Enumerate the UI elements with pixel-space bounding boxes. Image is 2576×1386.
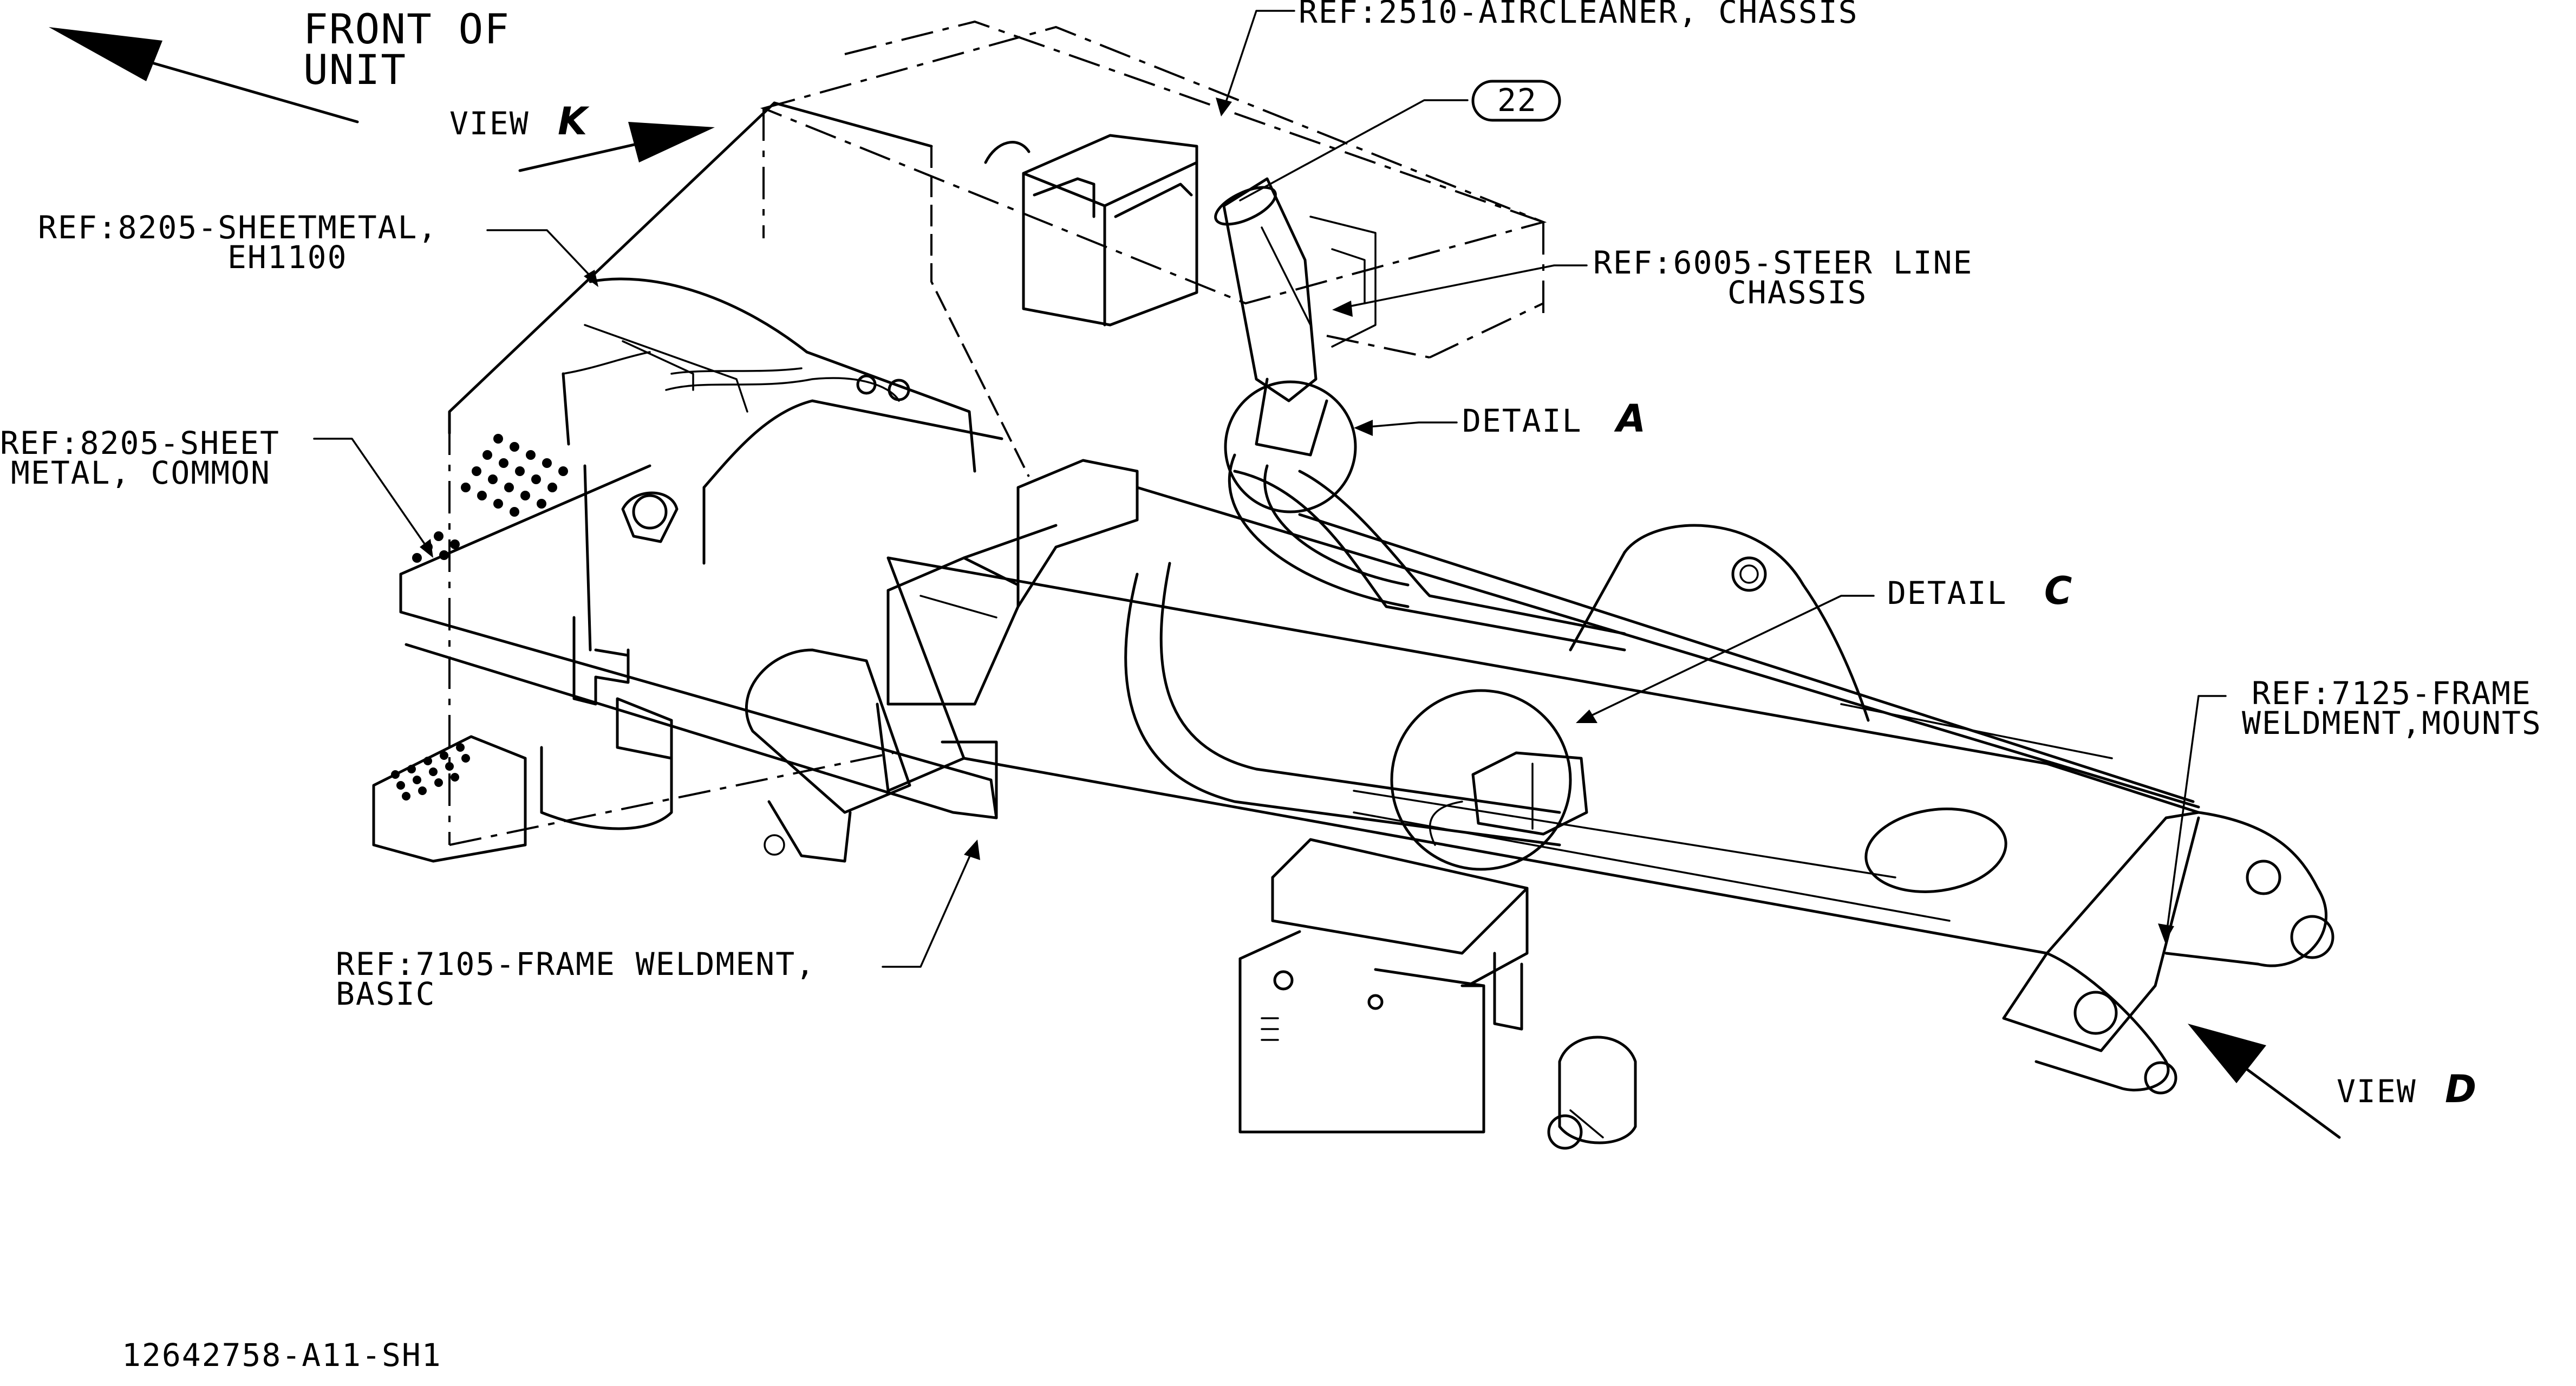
ref-sheetmetal-eh1100-line2: EH1100 xyxy=(227,239,348,276)
front-of-unit-label-1: FRONT OF xyxy=(303,5,510,53)
ref-frame-mounts-line2: WELDMENT,MOUNTS xyxy=(2242,705,2542,741)
ref-steer-line-line1: REF:6005-STEER LINE xyxy=(1593,244,1973,281)
detail-c-circle xyxy=(1390,689,1572,871)
detail-c-label: DETAIL xyxy=(1887,575,2007,611)
balloon-22-text: 22 xyxy=(1497,82,1537,119)
ref-frame-basic-line2: BASIC xyxy=(336,975,436,1012)
detail-c-parts xyxy=(1429,751,1588,846)
ref-frame-mounts-line1: REF:7125-FRAME xyxy=(2252,675,2532,712)
hydraulic-tank xyxy=(1238,838,1529,1134)
view-k-label: VIEW xyxy=(449,105,530,142)
balloon-22 xyxy=(1471,80,1561,122)
detail-c-letter: C xyxy=(2044,569,2072,613)
upper-sheetmetal xyxy=(372,25,1547,863)
air-cleaner xyxy=(632,20,1544,608)
view-d-label: VIEW xyxy=(2337,1073,2417,1110)
view-k-letter: K xyxy=(558,99,590,144)
view-d-letter: D xyxy=(2445,1067,2476,1111)
ref-sheet-metal-common-line1: REF:8205-SHEET xyxy=(0,425,280,461)
ref-frame-basic-line1: REF:7105-FRAME WELDMENT, xyxy=(336,946,816,982)
front-of-unit-label-2: UNIT xyxy=(303,45,407,94)
detail-a-label: DETAIL xyxy=(1462,402,1582,439)
ref-steer-line-line2: CHASSIS xyxy=(1727,274,1867,311)
ref-aircleaner-label: REF:2510-AIRCLEANER, CHASSIS xyxy=(1299,0,1858,30)
view-k-arrow xyxy=(518,122,715,172)
view-d-arrow xyxy=(2188,1024,2341,1139)
light-grid xyxy=(391,743,470,801)
leader-lines xyxy=(313,10,2227,968)
detail-a-letter: A xyxy=(1614,396,1646,441)
ref-sheet-metal-common-line2: METAL, COMMON xyxy=(11,454,271,491)
front-of-unit-arrow xyxy=(49,27,359,123)
ref-sheetmetal-eh1100-line1: REF:8205-SHEETMETAL, xyxy=(38,209,438,246)
drawing-number: 12642758-A11-SH1 xyxy=(122,1337,442,1374)
detail-a-circle xyxy=(1224,380,1357,513)
perforated-panel xyxy=(412,434,568,563)
